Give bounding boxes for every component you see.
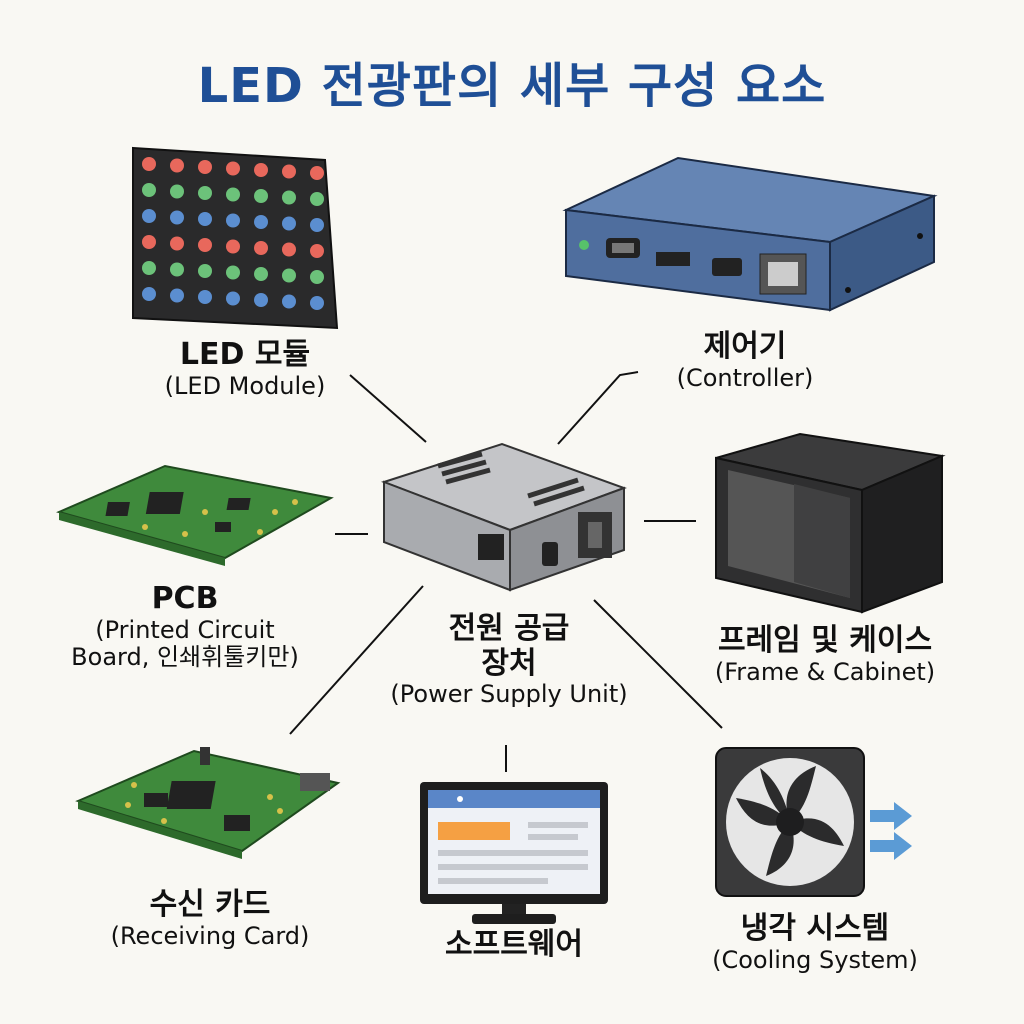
led-dot — [254, 189, 268, 203]
led-dot — [170, 236, 184, 251]
led-dot — [310, 218, 324, 232]
led-dot — [170, 158, 184, 173]
led-dot — [226, 291, 240, 306]
cabinet-frame-icon — [715, 432, 946, 614]
led-dot — [282, 216, 296, 231]
led-dot — [282, 268, 296, 283]
led-dot — [282, 242, 296, 257]
led-dot — [198, 212, 212, 226]
page-title: LED 전광판의 세부 구성 요소 — [197, 58, 827, 114]
led-dot — [142, 183, 156, 197]
led-module-icon — [132, 146, 339, 330]
led-module-subtitle: (LED Module) — [164, 371, 326, 400]
led-dot — [198, 238, 212, 252]
frame-cabinet-subtitle: (Frame & Cabinet) — [714, 657, 936, 686]
led-dot — [226, 265, 240, 280]
led-dot — [310, 296, 324, 310]
led-dot — [142, 261, 156, 275]
connector-controller — [557, 371, 639, 445]
led-dot — [226, 161, 240, 176]
cooling-system-subtitle: (Cooling System) — [712, 945, 918, 974]
receiving-card-subtitle: (Receiving Card) — [110, 921, 310, 950]
cooling-system-title: 냉각 시스템 — [740, 911, 890, 946]
led-dot — [310, 166, 324, 180]
led-module-title: LED 모듈 — [179, 337, 311, 372]
led-dot — [170, 210, 184, 225]
led-dot — [226, 213, 240, 228]
led-dot — [310, 192, 324, 206]
led-dot — [170, 184, 184, 199]
power-supply-subtitle: (Power Supply Unit) — [390, 680, 628, 708]
led-dot — [170, 288, 184, 303]
led-dot — [282, 190, 296, 205]
receiving-card-title: 수신 카드 — [149, 887, 271, 922]
pcb-board-icon — [56, 464, 334, 566]
led-dot — [142, 209, 156, 223]
led-module-label: LED 모듈 (LED Module) — [120, 337, 370, 400]
software-title: 소프트웨어 — [445, 927, 583, 962]
led-dot — [254, 163, 268, 177]
receiving-card-icon — [75, 747, 341, 859]
led-dot — [254, 241, 268, 255]
led-dot — [282, 164, 296, 179]
controller-box-icon — [562, 156, 938, 312]
led-dot — [226, 187, 240, 202]
led-dot — [254, 293, 268, 307]
controller-title: 제어기 — [703, 329, 787, 364]
software-label: 소프트웨어 — [406, 927, 622, 963]
led-dot — [142, 235, 156, 249]
led-dot — [142, 157, 156, 171]
power-supply-title-line1: 전원 공급 — [448, 611, 570, 646]
led-dot — [198, 290, 212, 304]
controller-label: 제어기 (Controller) — [640, 329, 850, 392]
controller-subtitle: (Controller) — [676, 363, 814, 392]
pcb-title: PCB — [151, 581, 219, 616]
led-dot — [226, 239, 240, 254]
led-dot — [142, 287, 156, 301]
pcb-label: PCB (Printed Circuit Board, 인쇄휘툴키만) — [40, 581, 330, 672]
led-dot — [310, 244, 324, 258]
connector-receiving-card — [289, 585, 424, 735]
power-supply-label: 전원 공급 장처 (Power Supply Unit) — [376, 611, 642, 709]
pcb-subtitle-line2: Board, 인쇄휘툴키만) — [71, 643, 299, 672]
led-dot — [282, 294, 296, 309]
pcb-subtitle-line1: (Printed Circuit — [95, 615, 275, 644]
led-dot — [198, 160, 212, 174]
connector-led-module — [349, 374, 427, 443]
led-dot — [254, 215, 268, 229]
frame-cabinet-label: 프레임 및 케이스 (Frame & Cabinet) — [690, 623, 960, 686]
frame-cabinet-title: 프레임 및 케이스 — [717, 623, 933, 658]
power-supply-icon — [380, 442, 627, 592]
connector-cooling — [593, 599, 723, 729]
cooling-system-label: 냉각 시스템 (Cooling System) — [690, 911, 940, 974]
monitor-icon — [420, 782, 608, 924]
led-dot — [198, 186, 212, 200]
led-dot — [310, 270, 324, 284]
power-supply-title-line2: 장처 — [481, 645, 537, 681]
led-dot — [254, 267, 268, 281]
receiving-card-label: 수신 카드 (Receiving Card) — [90, 887, 330, 950]
fan-icon — [715, 747, 912, 897]
led-dot — [170, 262, 184, 277]
led-dot — [198, 264, 212, 278]
